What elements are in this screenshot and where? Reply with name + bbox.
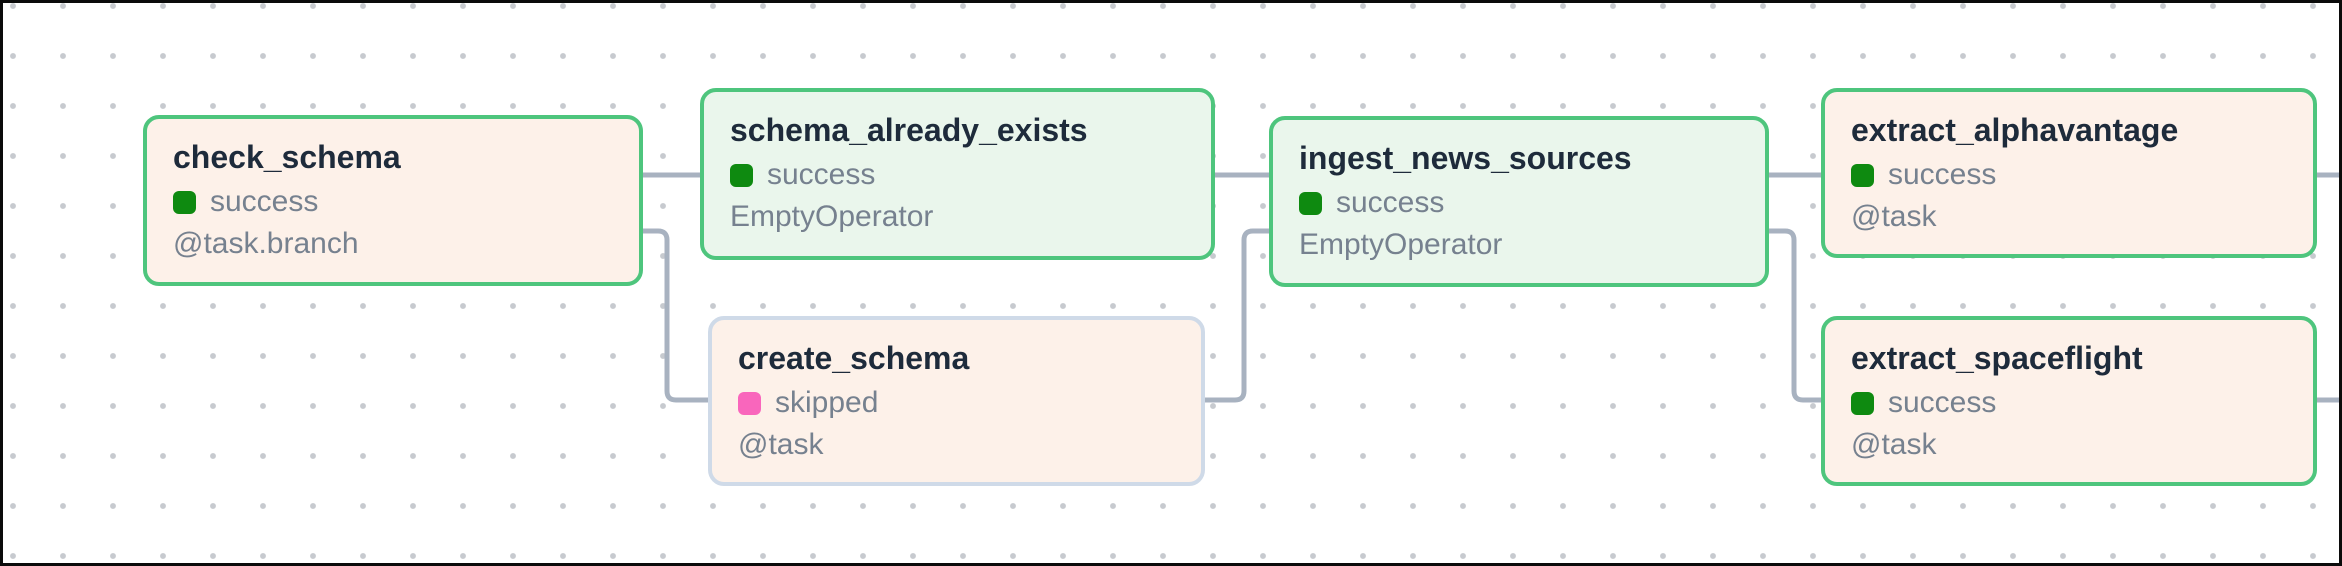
status-success-icon: [1299, 191, 1322, 215]
task-operator-label: EmptyOperator: [730, 200, 934, 233]
task-title: extract_alphavantage: [1851, 112, 2179, 148]
task-title: create_schema: [738, 340, 970, 376]
task-node-extract-spaceflight[interactable]: extract_spaceflight success @task: [1821, 316, 2317, 486]
task-title: extract_spaceflight: [1851, 340, 2143, 376]
edge-create-schema-to-ingest-news-sources: [1199, 228, 1275, 403]
task-title: schema_already_exists: [730, 112, 1088, 148]
task-node-create-schema[interactable]: create_schema skipped @task: [708, 316, 1205, 486]
status-success-icon: [1851, 391, 1874, 415]
task-status-row: success: [1851, 386, 2287, 420]
task-operator-label: @task.branch: [173, 227, 359, 260]
task-node-schema-already-exists[interactable]: schema_already_exists success EmptyOpera…: [700, 88, 1215, 260]
task-node-check-schema[interactable]: check_schema success @task.branch: [143, 115, 643, 286]
status-label: success: [210, 185, 319, 218]
task-status-row: success: [730, 158, 1185, 192]
status-success-icon: [730, 163, 753, 187]
task-operator-label: @task: [738, 428, 824, 461]
task-status-row: success: [173, 185, 613, 219]
status-label: success: [1888, 386, 1997, 419]
task-title: check_schema: [173, 139, 401, 175]
dag-edges-layer: [637, 172, 2339, 403]
task-node-ingest-news-sources[interactable]: ingest_news_sources success EmptyOperato…: [1269, 116, 1769, 287]
status-success-icon: [173, 190, 196, 214]
status-label: success: [1336, 186, 1445, 219]
status-success-icon: [1851, 163, 1874, 187]
task-status-row: skipped: [738, 386, 1175, 420]
task-operator-label: @task: [1851, 428, 1937, 461]
task-operator-label: EmptyOperator: [1299, 228, 1503, 261]
status-label: skipped: [775, 386, 879, 419]
status-label: success: [767, 158, 876, 191]
task-operator-label: @task: [1851, 200, 1937, 233]
edge-check-schema-to-create-schema: [637, 228, 714, 403]
task-status-row: success: [1299, 186, 1739, 220]
task-status-row: success: [1851, 158, 2287, 192]
status-skipped-icon: [738, 391, 761, 415]
task-title: ingest_news_sources: [1299, 140, 1632, 176]
edge-ingest-news-sources-to-extract-spaceflight: [1763, 228, 1827, 403]
task-node-extract-alphavantage[interactable]: extract_alphavantage success @task: [1821, 88, 2317, 258]
status-label: success: [1888, 158, 1997, 191]
